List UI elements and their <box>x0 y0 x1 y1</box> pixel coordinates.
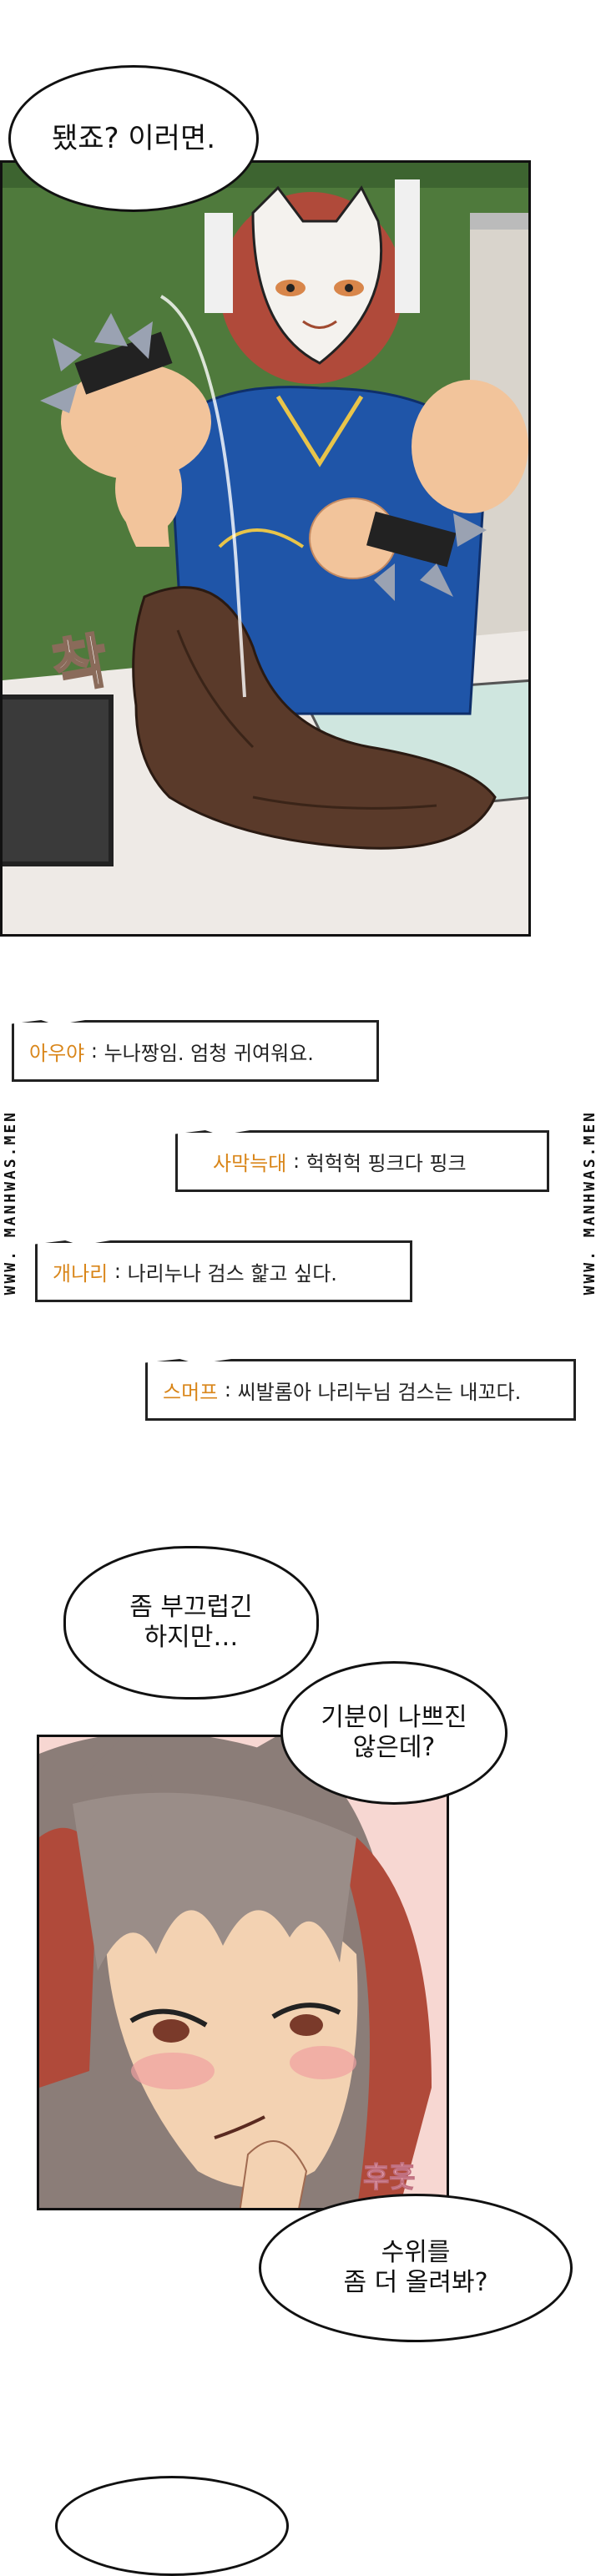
watermark-right: WWW. MANHWAS.MEN <box>581 1110 598 1296</box>
chat-nick: 스머프 <box>163 1380 219 1404</box>
chat-sep: : <box>218 1378 238 1402</box>
speech-bubble-2-line1: 좀 부끄럽긴 <box>129 1593 253 1622</box>
panel-2: 후훗 <box>37 1735 449 2210</box>
speech-bubble-4-text: 수위를 좀 더 올려봐? <box>344 2238 488 2298</box>
chat-message-3: 개나리 : 나리누나 검스 핥고 싶다. <box>35 1240 412 1302</box>
speech-bubble-4-line2: 좀 더 올려봐? <box>343 2268 488 2297</box>
sfx-fufut: 후훗 <box>363 2161 417 2195</box>
speech-bubble-3-line1: 기분이 나쁘진 <box>321 1703 467 1732</box>
chat-sep: : <box>108 1260 128 1283</box>
speech-bubble-2-line2: 하지만… <box>144 1623 239 1652</box>
speech-bubble-1-text: 됐죠? 이러면. <box>51 121 216 155</box>
speech-bubble-2: 좀 부끄럽긴 하지만… <box>63 1546 319 1700</box>
chat-text: 나리누나 검스 핥고 싶다. <box>127 1261 337 1285</box>
chat-text: 헉헉헉 핑크다 핑크 <box>306 1151 467 1175</box>
chat-message-2: 사막늑대 : 헉헉헉 핑크다 핑크 <box>175 1130 549 1192</box>
speech-bubble-3-line2: 않은데? <box>352 1733 436 1762</box>
panel-1-art <box>3 163 528 934</box>
speech-bubble-4-line1: 수위를 <box>381 2238 451 2267</box>
chat-sep: : <box>84 1039 104 1063</box>
speech-bubble-3: 기분이 나쁘진 않은데? <box>280 1661 508 1805</box>
chat-text: 씨발롬아 나리누님 검스는 내꼬다. <box>237 1380 522 1404</box>
panel-1: 착 <box>0 160 531 937</box>
speech-bubble-2-text: 좀 부끄럽긴 하지만… <box>129 1593 253 1653</box>
chat-nick: 개나리 <box>53 1261 109 1285</box>
chat-text: 누나짱임. 엄청 귀여워요. <box>104 1041 314 1065</box>
chat-sep: : <box>286 1149 306 1173</box>
chat-message-4: 스머프 : 씨발롬아 나리누님 검스는 내꼬다. <box>145 1359 576 1421</box>
chat-nick: 사막늑대 <box>213 1151 287 1175</box>
chat-nick: 아우야 <box>29 1041 85 1065</box>
speech-bubble-5 <box>55 2476 289 2576</box>
watermark-left: WWW. MANHWAS.MEN <box>2 1110 19 1296</box>
speech-bubble-1: 됐죠? 이러면. <box>8 65 259 212</box>
speech-bubble-3-text: 기분이 나쁘진 않은데? <box>321 1703 467 1763</box>
panel-2-art <box>39 1737 447 2208</box>
speech-bubble-4: 수위를 좀 더 올려봐? <box>259 2194 573 2342</box>
chat-message-1: 아우야 : 누나짱임. 엄청 귀여워요. <box>12 1020 379 1082</box>
